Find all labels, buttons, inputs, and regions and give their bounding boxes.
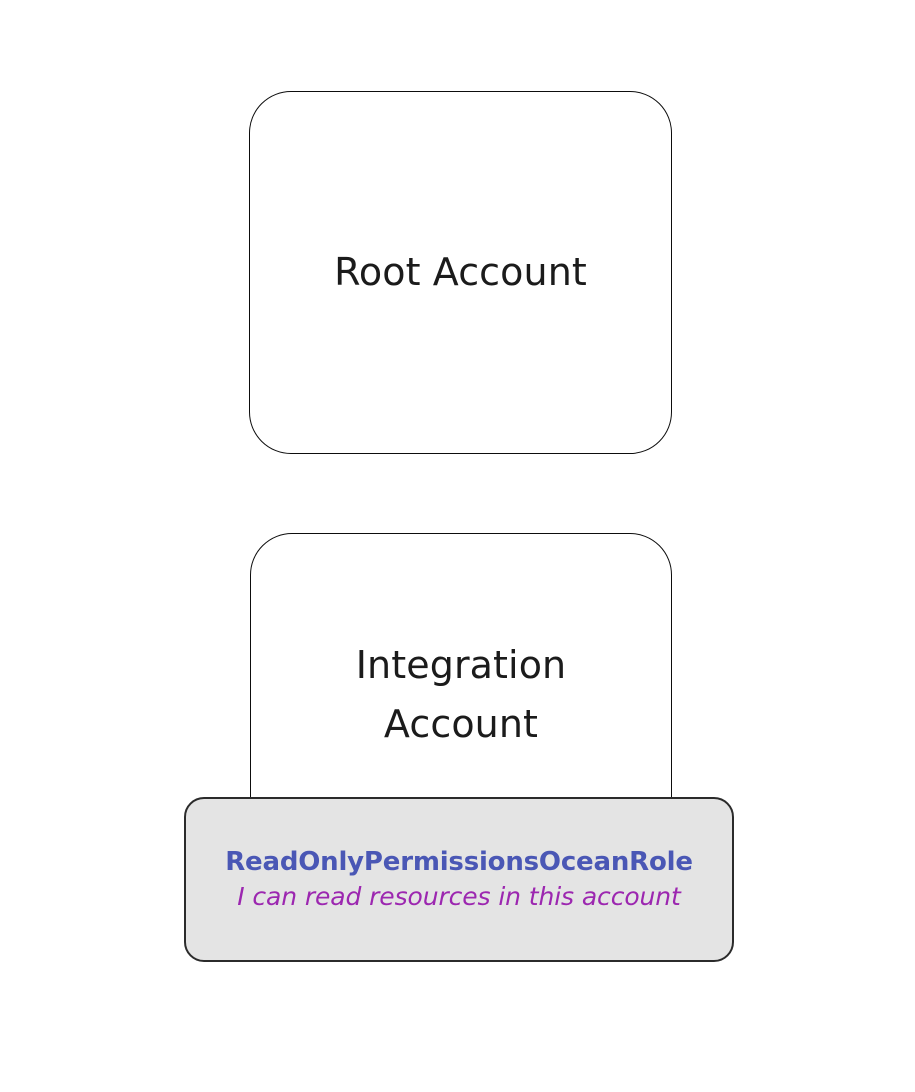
role-description-label: I can read resources in this account bbox=[237, 881, 681, 911]
root-account-label: Root Account bbox=[334, 250, 587, 295]
integration-account-label: Integration Account bbox=[355, 643, 567, 746]
root-account-box[interactable]: Root Account bbox=[249, 91, 672, 454]
role-name-label: ReadOnlyPermissionsOceanRole bbox=[225, 847, 693, 877]
readonly-permissions-ocean-role-box[interactable]: ReadOnlyPermissionsOceanRole I can read … bbox=[184, 797, 734, 962]
